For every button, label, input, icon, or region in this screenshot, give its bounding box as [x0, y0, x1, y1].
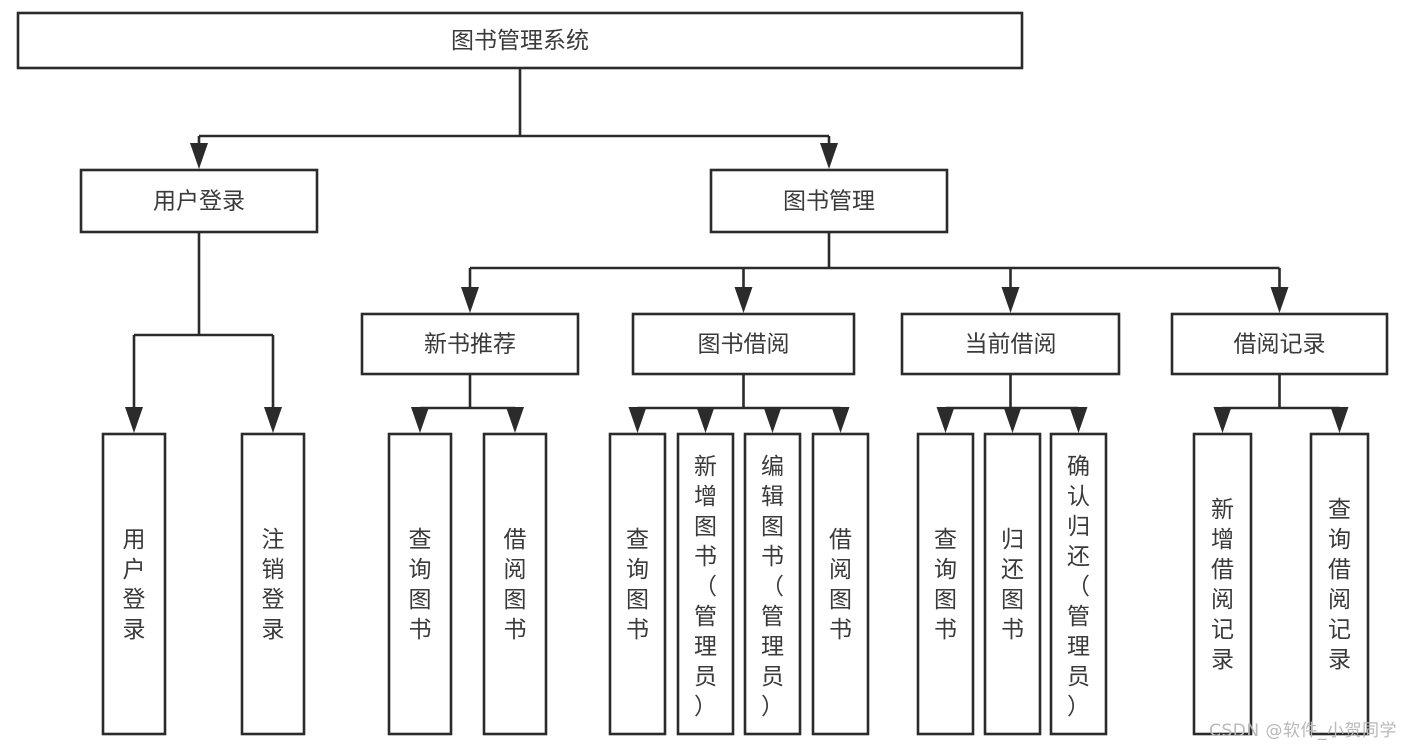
node-box — [1170, 312, 1389, 376]
node-leaf-current-return[interactable]: 归还图书 — [983, 432, 1042, 736]
node-leaf-current-confirm[interactable]: 确认归还（管理员） — [1049, 432, 1108, 736]
arrowhead-icon — [461, 287, 479, 313]
node-root[interactable]: 图书管理系统 — [16, 11, 1024, 70]
node-label: 归还图书 — [1001, 527, 1024, 643]
node-leaf-new-query[interactable]: 查询图书 — [387, 432, 453, 736]
arrowhead-icon — [820, 143, 838, 169]
node-box — [916, 432, 975, 736]
node-leaf-current-query[interactable]: 查询图书 — [916, 432, 975, 736]
node-leaf-user-login[interactable]: 用户登录 — [101, 432, 167, 736]
node-borrow[interactable]: 图书借阅 — [631, 312, 856, 376]
node-label: 借阅记录 — [1234, 332, 1326, 358]
node-label: 当前借阅 — [965, 332, 1057, 358]
node-box — [983, 432, 1042, 736]
node-label: 编辑图书（管理员） — [761, 454, 784, 720]
node-box — [16, 11, 1024, 70]
arrowhead-icon — [936, 407, 955, 433]
node-box — [608, 432, 667, 736]
node-records[interactable]: 借阅记录 — [1170, 312, 1389, 376]
arrowhead-icon — [763, 407, 782, 433]
node-login[interactable]: 用户登录 — [79, 168, 319, 234]
node-leaf-record-add[interactable]: 新增借阅记录 — [1192, 432, 1253, 736]
node-label: 新增图书（管理员） — [694, 454, 717, 720]
arrowhead-icon — [696, 407, 715, 433]
node-box — [1049, 432, 1108, 736]
node-label: 图书管理 — [783, 189, 875, 215]
node-leaf-user-logout[interactable]: 注销登录 — [240, 432, 306, 736]
arrowhead-icon — [264, 407, 282, 433]
node-box — [631, 312, 856, 376]
node-leaf-borrow-query[interactable]: 查询图书 — [608, 432, 667, 736]
node-box — [1309, 432, 1370, 736]
arrowhead-icon — [1069, 407, 1088, 433]
node-label: 查询图书 — [409, 527, 432, 643]
nodes-layer: 图书管理系统用户登录图书管理新书推荐图书借阅当前借阅借阅记录用户登录注销登录查询… — [16, 11, 1389, 736]
node-current[interactable]: 当前借阅 — [900, 312, 1121, 376]
node-label: 用户登录 — [153, 189, 245, 215]
arrowhead-icon — [1270, 287, 1289, 313]
arrowhead-icon — [1330, 407, 1349, 433]
node-label: 图书管理系统 — [451, 28, 589, 54]
node-label: 借阅图书 — [504, 527, 527, 643]
node-leaf-record-query[interactable]: 查询借阅记录 — [1309, 432, 1370, 736]
node-box — [811, 432, 870, 736]
node-box — [360, 312, 580, 376]
arrowhead-icon — [1003, 407, 1022, 433]
node-box — [900, 312, 1121, 376]
node-box — [709, 168, 949, 234]
arrowhead-icon — [1001, 287, 1020, 313]
arrowhead-icon — [411, 407, 429, 433]
edges-layer — [125, 68, 1349, 433]
node-label: 图书借阅 — [698, 332, 790, 358]
node-label: 用户登录 — [123, 527, 146, 643]
node-box — [676, 432, 735, 736]
node-label: 新增借阅记录 — [1211, 497, 1234, 673]
node-label: 借阅图书 — [829, 527, 852, 643]
node-label: 查询图书 — [934, 527, 957, 643]
node-box — [743, 432, 802, 736]
arrowhead-icon — [1213, 407, 1232, 433]
node-label: 新书推荐 — [424, 332, 516, 358]
node-leaf-borrow-add[interactable]: 新增图书（管理员） — [676, 432, 735, 736]
node-box — [101, 432, 167, 736]
arrowhead-icon — [190, 143, 208, 169]
node-bookmgmt[interactable]: 图书管理 — [709, 168, 949, 234]
node-leaf-borrow-lend[interactable]: 借阅图书 — [811, 432, 870, 736]
arrowhead-icon — [506, 407, 524, 433]
node-label: 确认归还（管理员） — [1067, 454, 1090, 720]
arrowhead-icon — [125, 407, 143, 433]
arrowhead-icon — [831, 407, 850, 433]
node-leaf-new-borrow[interactable]: 借阅图书 — [482, 432, 548, 736]
arrowhead-icon — [734, 287, 753, 313]
node-box — [240, 432, 306, 736]
node-box — [1192, 432, 1253, 736]
node-box — [79, 168, 319, 234]
node-label: 注销登录 — [262, 527, 285, 643]
arrowhead-icon — [628, 407, 647, 433]
node-newbook[interactable]: 新书推荐 — [360, 312, 580, 376]
node-label: 查询借阅记录 — [1328, 497, 1351, 673]
node-box — [387, 432, 453, 736]
node-label: 查询图书 — [626, 527, 649, 643]
node-leaf-borrow-edit[interactable]: 编辑图书（管理员） — [743, 432, 802, 736]
node-box — [482, 432, 548, 736]
